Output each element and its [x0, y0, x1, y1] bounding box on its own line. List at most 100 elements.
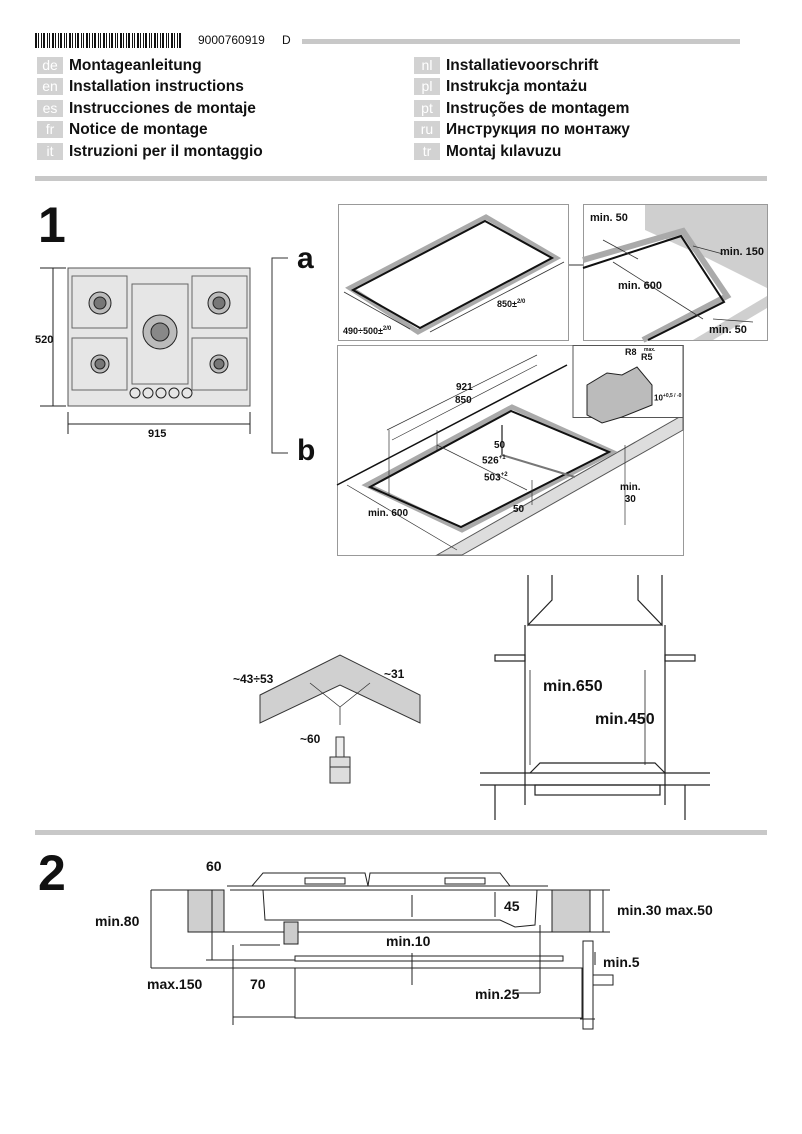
dim-min-25: min.25	[475, 986, 520, 1002]
barcode-bar	[35, 33, 37, 48]
label-b: b	[297, 434, 316, 467]
barcode-bar	[117, 33, 118, 48]
hob-height: 520	[35, 334, 54, 346]
dim-min-80: min.80	[95, 913, 140, 929]
barcode-bar	[52, 33, 54, 48]
lang-code: es	[37, 100, 63, 117]
section-divider	[35, 176, 767, 181]
hob-top-view	[40, 267, 251, 434]
dim-min-10: min.10	[386, 933, 431, 949]
barcode-bar	[77, 33, 79, 48]
barcode-bar	[47, 33, 48, 48]
barcode-bar	[168, 33, 169, 48]
cutout-dimensions-diagram	[336, 345, 684, 556]
barcode-bar	[166, 33, 167, 48]
lang-title: Instrucciones de montaje	[69, 100, 256, 117]
cutout-length: 850±2/0	[497, 299, 526, 309]
dim-50-back: 50	[494, 440, 506, 451]
barcode-bar	[149, 33, 150, 48]
hood-min-650: min.650	[543, 678, 603, 695]
clearance-front: min. 50	[709, 324, 747, 336]
dim-min-600: min. 600	[368, 508, 409, 519]
barcode-bar	[83, 33, 84, 48]
barcode-bar	[49, 33, 50, 48]
gas-connector-diagram	[259, 654, 421, 784]
barcode-bar	[41, 33, 42, 48]
barcode-bar	[134, 33, 135, 48]
barcode-bar	[143, 33, 144, 48]
dim-min-5: min.5	[603, 954, 640, 970]
dim-45: 45	[504, 898, 520, 914]
inset-r5-max: max.	[644, 347, 656, 353]
lang-title: Notice de montage	[69, 121, 208, 138]
barcode-bar	[157, 33, 158, 48]
barcode-bar	[160, 33, 161, 48]
barcode-bar	[145, 33, 147, 48]
cutout-depth: 490÷500±2/0	[343, 326, 392, 336]
dim-50-front: 50	[513, 504, 525, 515]
revision: D	[282, 33, 291, 47]
connector-31: ~31	[384, 667, 405, 681]
barcode-bar	[89, 33, 90, 48]
barcode-bar	[60, 33, 62, 48]
label-a: a	[297, 242, 314, 275]
barcode-bar	[92, 33, 93, 48]
inset-r8: R8	[625, 347, 637, 357]
connector-60: ~60	[300, 732, 321, 746]
hood-clearance-diagram	[480, 575, 710, 820]
lang-title: Montaj kılavuzu	[446, 143, 562, 160]
lang-code: tr	[414, 143, 440, 160]
dim-526: 526+1	[482, 455, 506, 467]
clearance-back: min. 50	[590, 212, 628, 224]
lang-code: nl	[414, 57, 440, 74]
barcode-bar	[140, 33, 141, 48]
inset-r5: R5	[641, 352, 653, 362]
hob-width: 915	[148, 428, 167, 440]
lang-title: Installatievoorschrift	[446, 57, 599, 74]
barcode-bar	[137, 33, 139, 48]
barcode-bar	[66, 33, 67, 48]
barcode-bar	[81, 33, 82, 48]
step-number: 2	[38, 845, 66, 901]
barcode-bar	[174, 33, 175, 48]
barcode-bar	[106, 33, 107, 48]
barcode-bar	[171, 33, 173, 48]
section-divider	[35, 830, 767, 835]
clearance-width: min. 600	[618, 280, 663, 292]
barcode	[35, 33, 181, 48]
barcode-bar	[86, 33, 88, 48]
barcode-bar	[69, 33, 71, 48]
barcode-bar	[151, 33, 152, 48]
barcode-bar	[132, 33, 133, 48]
lang-code: de	[37, 57, 63, 74]
dim-min30-max50: min.30 max.50	[617, 902, 713, 918]
side-section-diagram	[150, 872, 614, 1030]
dim-max-150: max.150	[147, 976, 203, 992]
dim-850: 850	[455, 395, 472, 406]
lang-code: ru	[414, 121, 440, 138]
bracket	[271, 257, 288, 454]
dim-60: 60	[206, 858, 222, 874]
barcode-bar	[55, 33, 56, 48]
dim-70: 70	[250, 976, 266, 992]
connector-angle: ~43÷53	[233, 672, 274, 686]
barcode-bar	[177, 33, 178, 48]
barcode-bar	[38, 33, 39, 48]
barcode-bar	[120, 33, 122, 48]
lang-title: Instruções de montagem	[446, 100, 630, 117]
barcode-bar	[58, 33, 59, 48]
lang-title: Instrukcja montażu	[446, 78, 588, 95]
barcode-bar	[179, 33, 181, 48]
barcode-bar	[72, 33, 73, 48]
lang-code: it	[37, 143, 63, 160]
barcode-bar	[100, 33, 101, 48]
barcode-bar	[115, 33, 116, 48]
barcode-bar	[43, 33, 45, 48]
clearance-diagram	[582, 204, 768, 343]
dim-921: 921	[456, 382, 473, 393]
barcode-bar	[128, 33, 130, 48]
dim-min-30: min.30	[620, 482, 641, 505]
header-rule	[302, 39, 740, 44]
hood-min-450: min.450	[595, 711, 655, 728]
